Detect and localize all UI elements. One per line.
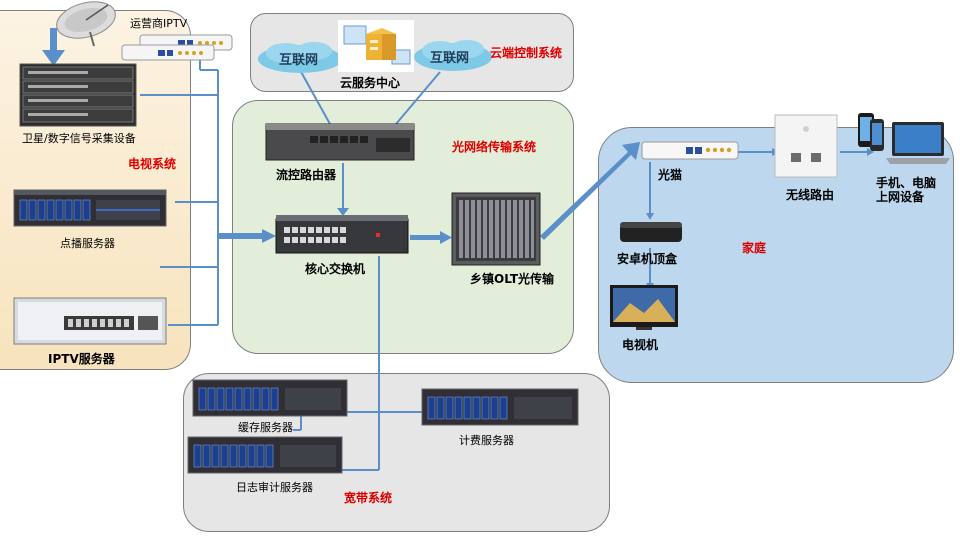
satellite-gear-rack-icon [19, 63, 137, 127]
cloud-center-label: 云服务中心 [340, 76, 401, 90]
iptv-server-icon [13, 297, 167, 345]
optical-modem-icon [641, 141, 739, 160]
cloud-icon [258, 42, 342, 73]
phone-icon [858, 113, 884, 151]
satellite-gear-label: 卫星/数字信号采集设备 [22, 132, 136, 145]
phone-pc-label-2: 上网设备 [876, 190, 925, 204]
optical-modem-label: 光猫 [658, 168, 683, 182]
log-server-icon [187, 436, 343, 474]
tv-system-title: 电视系统 [128, 157, 177, 171]
carrier-iptv-modem-icon [121, 44, 215, 61]
cache-server-icon [192, 379, 348, 417]
billing-server-icon [421, 388, 579, 426]
billing-server-label: 计费服务器 [459, 434, 514, 447]
cloud-system-title: 云端控制系统 [490, 46, 563, 60]
internet-label-1: 互联网 [279, 53, 319, 68]
core-switch-label: 核心交换机 [305, 262, 366, 276]
wireless-router-label: 无线路由 [786, 188, 835, 202]
cloud-service-center-icon [338, 20, 414, 72]
olt-chassis-icon [451, 192, 541, 266]
phone-pc-label-1: 手机、电脑 [876, 176, 937, 190]
flow-router-icon [265, 123, 415, 161]
tv-icon [610, 285, 678, 330]
android-stb-label: 安卓机顶盒 [617, 252, 678, 266]
olt-label: 乡镇OLT光传输 [470, 272, 555, 286]
internet-label-2: 互联网 [430, 51, 470, 66]
laptop-icon [886, 122, 950, 164]
set-top-box-icon [620, 222, 682, 242]
cache-server-label: 缓存服务器 [238, 421, 293, 434]
carrier-iptv-label: 运营商IPTV [130, 17, 188, 30]
log-server-label: 日志审计服务器 [236, 481, 313, 494]
tv-set-label: 电视机 [622, 338, 659, 352]
satellite-dish-icon [56, 1, 116, 47]
iptv-server-label: IPTV服务器 [48, 352, 115, 366]
fiber-system-title: 光网络传输系统 [452, 140, 537, 154]
vod-server-label: 点播服务器 [60, 237, 115, 250]
core-switch-icon [275, 215, 409, 254]
vod-server-icon [13, 189, 167, 227]
wall-router-icon [774, 114, 838, 178]
home-title: 家庭 [742, 241, 767, 255]
cloud-icon [414, 40, 492, 71]
flow-router-label: 流控路由器 [276, 168, 337, 182]
broadband-system-title: 宽带系统 [344, 491, 393, 505]
